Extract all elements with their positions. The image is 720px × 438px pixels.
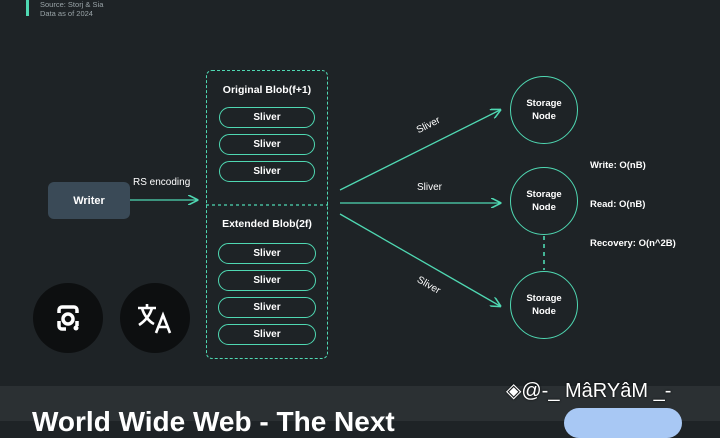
original-blob-title: Original Blob(f+1): [222, 84, 312, 96]
translate-button[interactable]: [120, 283, 190, 353]
source-accent-bar: [26, 0, 29, 16]
write-cost: Write: O(nB): [590, 160, 646, 171]
recovery-cost: Recovery: O(n^2B): [590, 238, 676, 249]
original-sliver-3: Sliver: [219, 161, 315, 182]
lens-camera-icon: [57, 305, 79, 331]
arrow-to-node-3: [339, 213, 500, 306]
arrow-to-node-1: [339, 110, 500, 191]
extended-sliver-3: Sliver: [218, 297, 316, 318]
source-note: Source: Storj & Sia Data as of 2024: [40, 0, 103, 18]
storage-node-1-line1: Storage: [526, 98, 562, 109]
translate-icon: [138, 304, 172, 334]
source-line-2: Data as of 2024: [40, 9, 93, 18]
blob-container: [206, 70, 328, 359]
extended-sliver-2: Sliver: [218, 270, 316, 291]
watermark: ◈@-_ MâRYâM _-: [506, 380, 672, 402]
rs-encoding-label: RS encoding: [133, 177, 191, 188]
storage-node-2-line1: Storage: [526, 189, 562, 200]
bottom-title: World Wide Web - The Next: [32, 406, 395, 437]
storage-node-3-line1: Storage: [526, 293, 562, 304]
extended-sliver-1: Sliver: [218, 243, 316, 264]
original-sliver-1: Sliver: [219, 107, 315, 128]
storage-node-3-line2: Node: [532, 306, 556, 317]
read-cost: Read: O(nB): [590, 199, 646, 210]
extended-sliver-4: Sliver: [218, 324, 316, 345]
arrow-label-2: Sliver: [417, 182, 443, 193]
extended-blob-title: Extended Blob(2f): [222, 218, 312, 230]
source-line-1: Source: Storj & Sia: [40, 0, 104, 9]
lens-button[interactable]: [33, 283, 103, 353]
action-pill-button[interactable]: [564, 408, 682, 438]
connector-lines: [130, 0, 545, 421]
storage-node-2-line2: Node: [532, 202, 556, 213]
original-sliver-2: Sliver: [219, 134, 315, 155]
writer-box: Writer: [48, 182, 130, 219]
storage-node-1-line2: Node: [532, 111, 556, 122]
